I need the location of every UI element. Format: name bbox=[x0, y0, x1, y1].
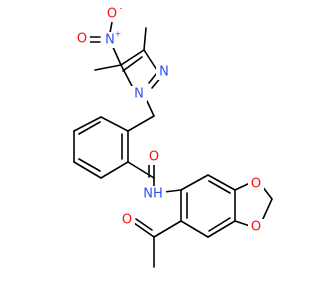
bond-acetyl-co bbox=[133, 222, 155, 238]
bond-methyl-right bbox=[143, 27, 147, 51]
dioxole-oxygen-top-label: O bbox=[251, 177, 261, 192]
bond-rb-1 bbox=[180, 174, 209, 191]
molecule-canvas: O - N + O N N O NH O O O bbox=[73, 4, 273, 268]
pyrazole-n2-label: N bbox=[159, 65, 169, 80]
dioxole-oxygen-bottom-label: O bbox=[251, 220, 261, 235]
bond-nitro-no-top bbox=[109, 21, 113, 34]
bond-pyr-2 bbox=[120, 49, 145, 66]
bond-pyr-2b bbox=[122, 56, 143, 72]
bond-benz-4 bbox=[73, 161, 102, 179]
bond-amide-nr bbox=[163, 189, 182, 193]
bond-acetyl-c bbox=[153, 220, 182, 238]
nitro-oxygen-charge: - bbox=[120, 4, 123, 13]
bond-benz-1 bbox=[100, 116, 129, 132]
bond-ch2-a bbox=[127, 115, 155, 132]
molecule-structure: O - N + O N N O NH O O O bbox=[73, 4, 273, 268]
bonds bbox=[73, 21, 273, 268]
acetyl-oxygen-label: O bbox=[122, 213, 132, 228]
bond-methyl-left bbox=[94, 64, 122, 71]
bond-rb-2 bbox=[207, 174, 236, 191]
bond-rb-5 bbox=[180, 220, 209, 238]
bond-rb-4 bbox=[207, 220, 236, 238]
bond-ch2-b bbox=[146, 100, 155, 117]
bond-dx-1 bbox=[234, 182, 251, 191]
nitro-oxygen-top-label: O bbox=[107, 7, 117, 22]
bond-dx-4 bbox=[234, 220, 251, 227]
bond-benz-3 bbox=[100, 161, 129, 179]
amide-nh-label: NH bbox=[143, 187, 163, 202]
bond-pyr-1 bbox=[120, 64, 134, 89]
atom-labels: O - N + O N N O NH O O O bbox=[74, 4, 264, 235]
amide-oxygen-label: O bbox=[149, 150, 159, 165]
bond-acetyl-co-b bbox=[135, 218, 153, 231]
pyrazole-n1-label: N bbox=[134, 87, 144, 102]
bond-benz-6 bbox=[73, 116, 102, 132]
bond-pyr-3 bbox=[143, 49, 158, 71]
bond-pyr-4b bbox=[148, 72, 158, 84]
nitro-nitrogen-label: N bbox=[105, 33, 115, 48]
bond-rb-4b bbox=[208, 217, 231, 232]
bond-dx-3 bbox=[261, 198, 273, 222]
nitro-oxygen-left-label: O bbox=[77, 32, 87, 47]
bond-nitro-cn bbox=[111, 44, 122, 66]
bond-benz-4b bbox=[78, 158, 101, 172]
nitro-nitrogen-charge: + bbox=[115, 30, 122, 39]
bond-rb-2b bbox=[208, 180, 231, 194]
bond-benz-6b bbox=[78, 121, 101, 135]
